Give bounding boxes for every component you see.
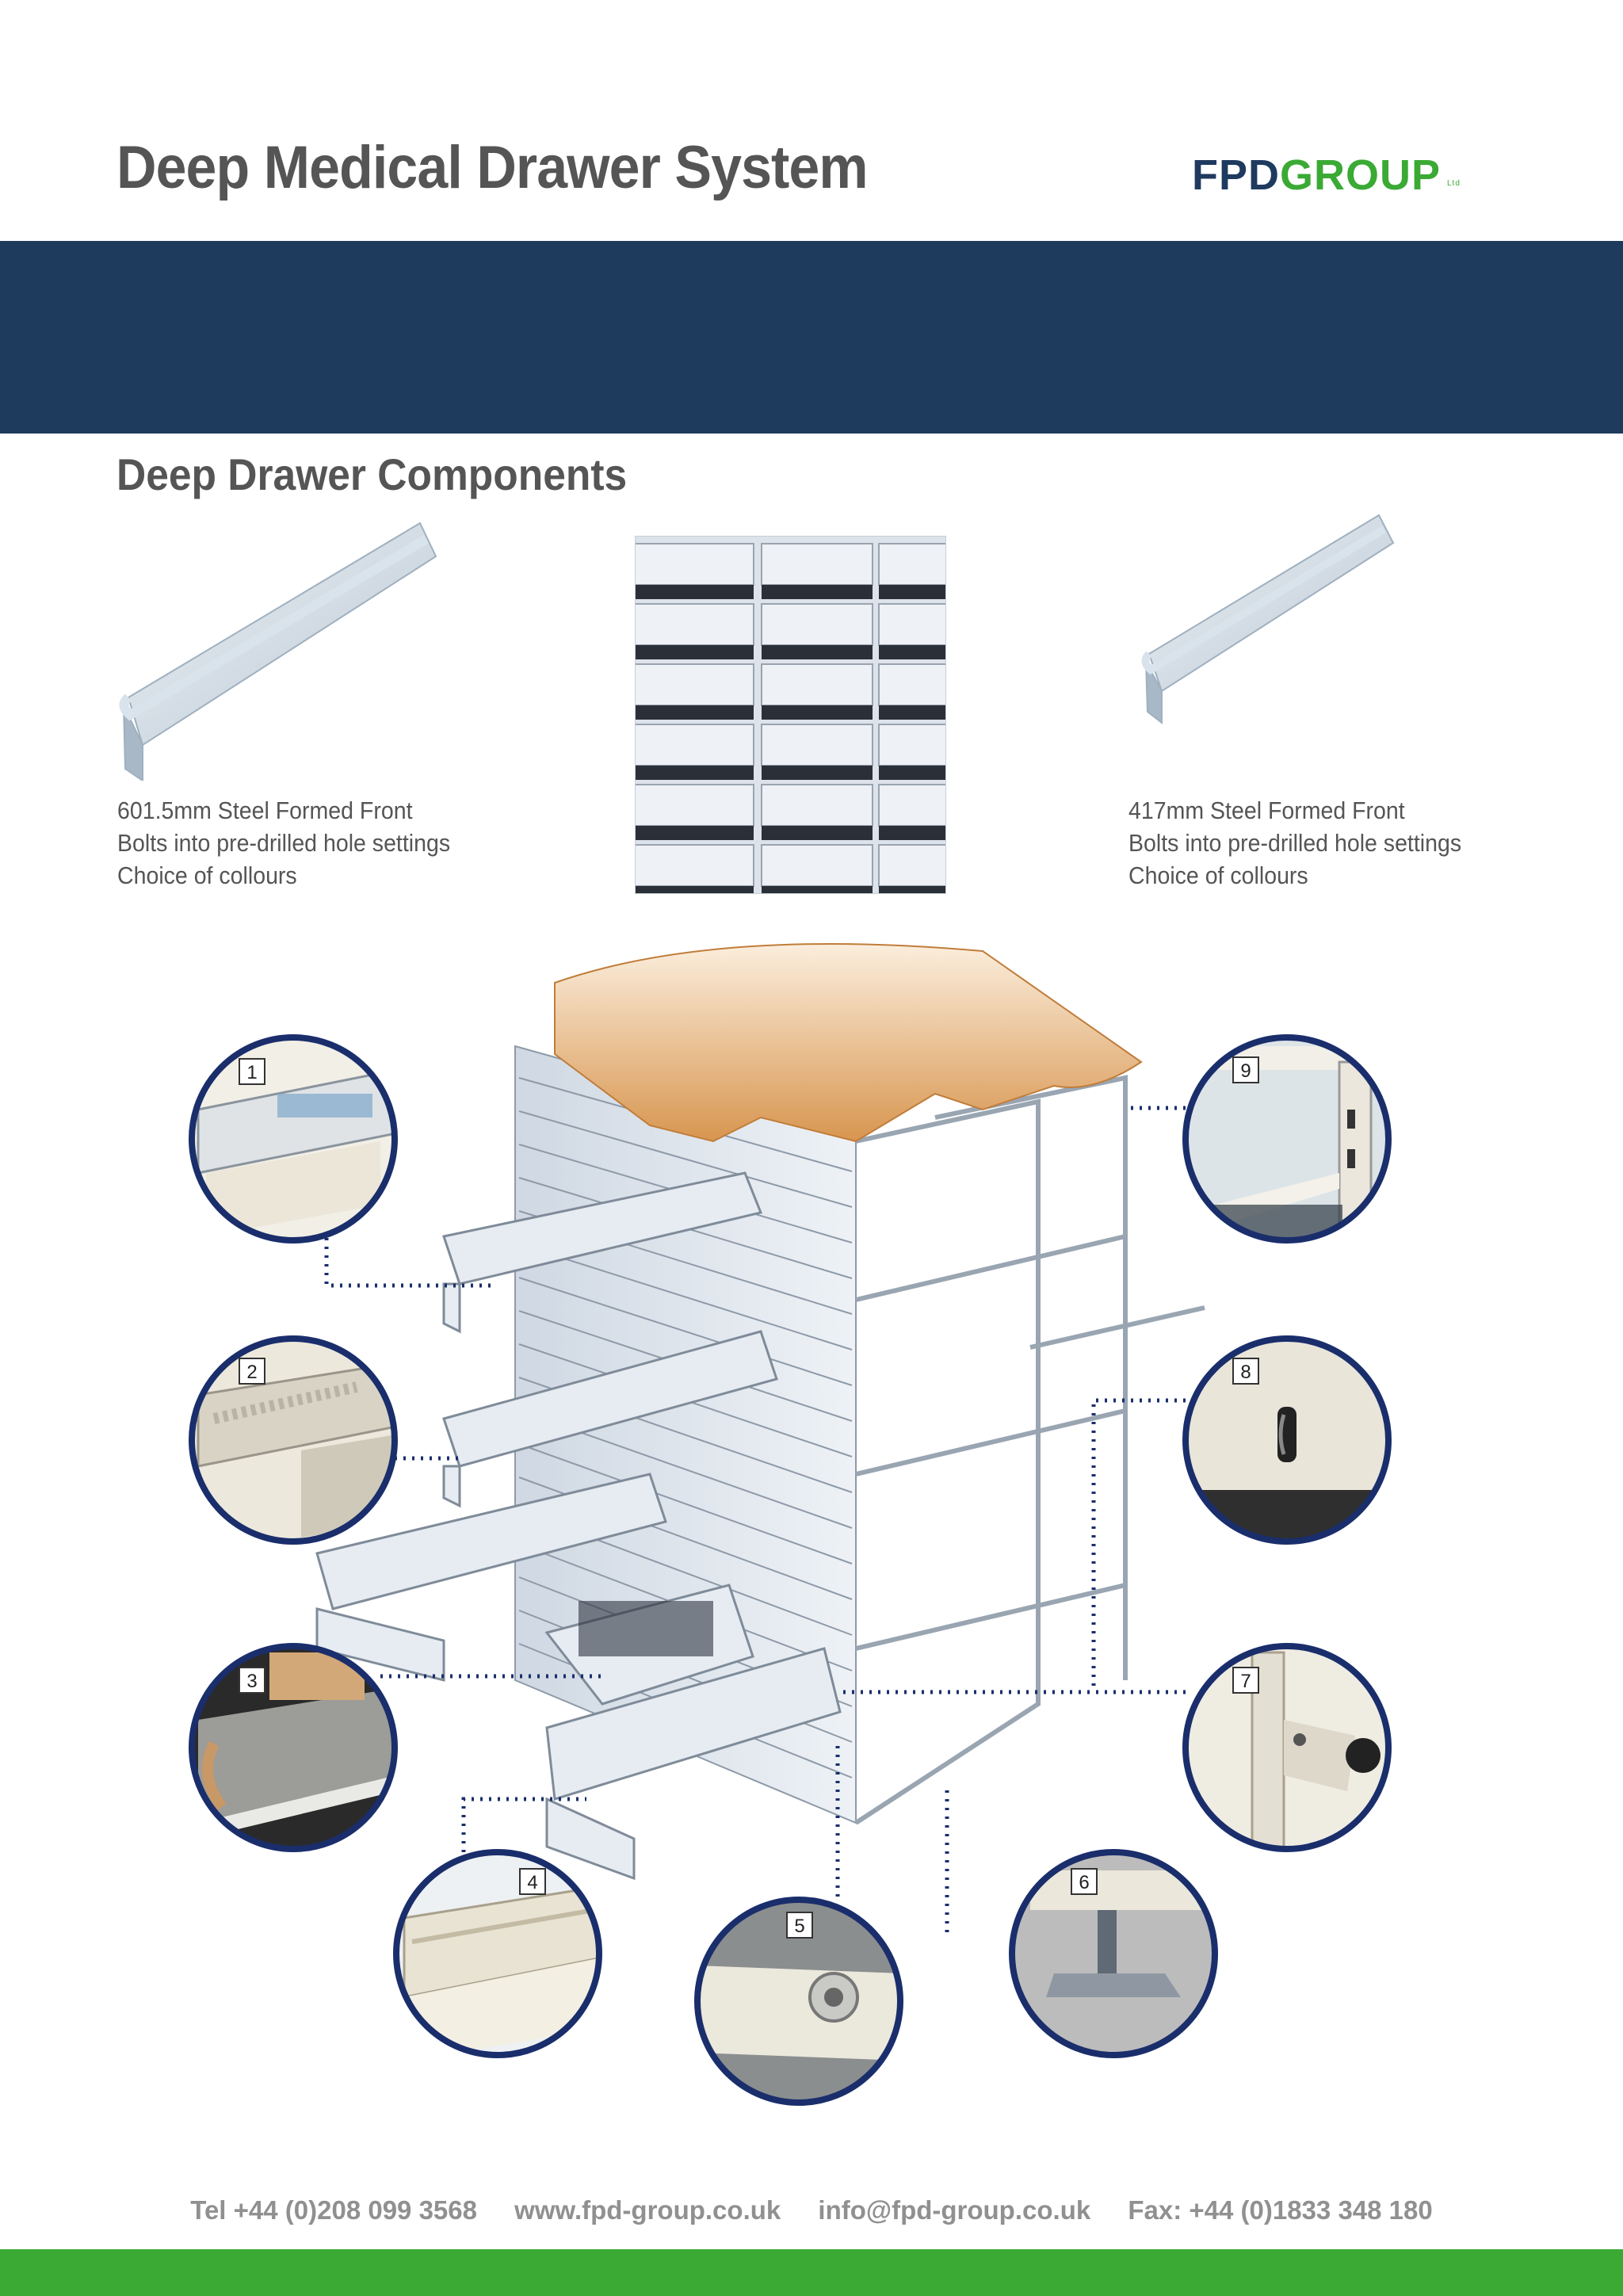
logo-part-fpd: FPD [1192,151,1280,199]
spec-line: Bolts into pre-drilled hole settings [117,829,451,857]
callout-7: 7 [1182,1643,1392,1852]
callout-5: 5 [694,1897,903,2106]
callout-1: 1 [189,1034,398,1244]
logo-part-group: GROUP [1280,151,1442,199]
logo-suffix: Ltd [1447,179,1461,188]
leader-lines [324,1106,1186,1932]
footer-email-link[interactable]: info@fpd-group.co.uk [818,2195,1091,2225]
wooden-worktop [554,943,1143,1143]
steel-front-601-image [119,521,437,781]
spec-line: Choice of collours [117,861,297,889]
callout-number: 7 [1240,1671,1251,1692]
footer-website-link[interactable]: www.fpd-group.co.uk [514,2195,781,2225]
footer-green-bar [0,2249,1623,2296]
section-title: Deep Drawer Components [116,449,628,499]
callout-number: 3 [246,1671,257,1692]
footer-tel: Tel +44 (0)208 099 3568 [190,2195,477,2225]
callout-number: 6 [1079,1872,1089,1893]
spec-line: 601.5mm Steel Formed Front [117,797,413,824]
callout-8: 8 [1182,1335,1392,1545]
callout-2: 2 [189,1335,398,1545]
spec-line: Choice of collours [1128,861,1308,889]
header-banner [0,241,1623,434]
spec-417-text: 417mm Steel Formed Front Bolts into pre-… [1128,794,1461,892]
callout-number: 2 [246,1362,257,1383]
callout-number: 8 [1240,1362,1251,1383]
footer-fax: Fax: +44 (0)1833 348 180 [1128,2195,1433,2225]
spec-601-text: 601.5mm Steel Formed Front Bolts into pr… [117,794,450,892]
cabinet-frame [854,1075,1205,1825]
drawer-stack-photo [635,536,946,894]
steel-front-417-image [1141,514,1395,725]
callout-4: 4 [393,1849,602,2058]
cabinet-exploded-diagram: 1 2 3 4 [189,943,1392,2106]
callout-number: 9 [1240,1060,1251,1082]
callout-number: 4 [527,1872,537,1893]
callout-3: 3 [189,1643,398,1852]
page-title: Deep Medical Drawer System [116,134,869,201]
callout-number: 5 [794,1916,804,1937]
spec-line: Bolts into pre-drilled hole settings [1128,829,1462,857]
callout-6: 6 [1009,1849,1218,2058]
callout-9: 9 [1182,1034,1392,1244]
spec-line: 417mm Steel Formed Front [1128,797,1405,824]
footer-contact: Tel +44 (0)208 099 3568 www.fpd-group.co… [0,2195,1623,2225]
callout-number: 1 [246,1062,257,1083]
fpd-group-logo: FPDGROUP Ltd [1192,151,1460,200]
